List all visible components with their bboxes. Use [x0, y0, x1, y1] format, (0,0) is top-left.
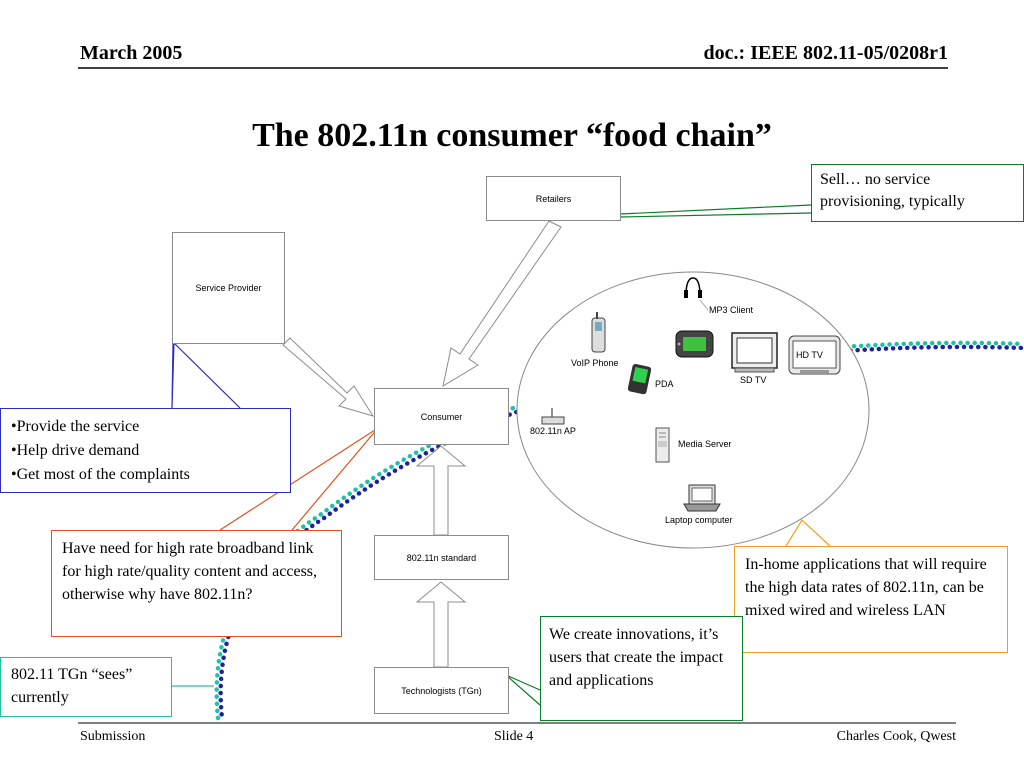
sd-tv-icon — [731, 332, 778, 373]
technologists-to-standard-arrow — [415, 581, 467, 668]
provider-note-3: •Get most of the complaints — [11, 466, 190, 483]
service-provider-node: Service Provider — [172, 232, 285, 344]
page-title: The 802.11n consumer “food chain” — [252, 117, 772, 154]
tgn-callout: We create innovations, it’s users that c… — [540, 616, 743, 721]
access-point-icon — [541, 408, 565, 425]
pda-icon — [627, 363, 652, 395]
footer-author: Charles Cook, Qwest — [836, 729, 956, 744]
provider-callout: •Provide the service •Help drive demand … — [0, 408, 291, 493]
retailers-callout: Sell… no service provisioning, typically — [811, 164, 1024, 222]
hd-tv-icon — [788, 335, 841, 375]
footer-slide-number: Slide 4 — [494, 729, 534, 744]
retailers-leader — [619, 204, 812, 215]
retailers-node: Retailers — [486, 176, 621, 221]
technologists-node: Technologists (TGn) — [374, 667, 509, 714]
retailers-to-consumer-arrow — [442, 220, 562, 388]
tgn-leader — [505, 674, 541, 706]
sees-currently-callout: 802.11 TGn “sees” currently — [0, 657, 172, 717]
consumer-node: Consumer — [374, 388, 509, 445]
mp3-client-icon — [675, 330, 714, 358]
standard-node: 802.11n standard — [374, 535, 509, 580]
provider-to-consumer-arrow — [282, 337, 375, 417]
provider-leader — [171, 341, 241, 409]
voip-phone-icon — [591, 312, 606, 353]
laptop-label: Laptop computer — [665, 515, 733, 525]
header-doc-id: doc.: IEEE 802.11-05/0208r1 — [703, 42, 948, 64]
home-apps-callout: In-home applications that will require t… — [734, 546, 1008, 653]
home-leader — [785, 519, 831, 547]
media-server-label: Media Server — [678, 439, 732, 449]
headphones-icon — [684, 277, 702, 298]
header-date: March 2005 — [80, 42, 183, 64]
provider-note-1: •Provide the service — [11, 418, 140, 435]
consumer-callout: Have need for high rate broadband link f… — [51, 530, 342, 637]
standard-to-consumer-arrow — [415, 445, 467, 536]
laptop-icon — [683, 484, 721, 512]
mp3-client-label: MP3 Client — [709, 305, 754, 315]
pda-label: PDA — [655, 379, 674, 389]
media-server-icon — [655, 427, 670, 463]
provider-note-2: •Help drive demand — [11, 442, 140, 459]
voip-phone-label: VoIP Phone — [571, 358, 619, 368]
access-point-label: 802.11n AP — [530, 426, 576, 436]
hd-tv-label: HD TV — [796, 350, 823, 360]
footer-submission: Submission — [80, 729, 146, 744]
sd-tv-label: SD TV — [740, 375, 767, 385]
